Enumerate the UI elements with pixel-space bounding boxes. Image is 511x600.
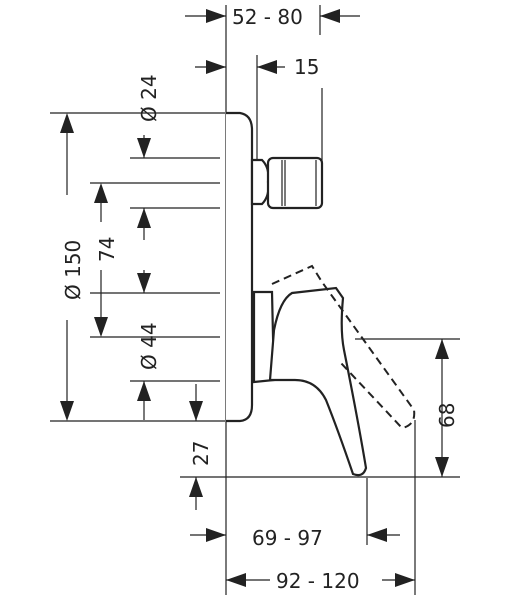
dim-diameter-44: Ø 44 <box>137 322 161 370</box>
lever-handle <box>268 286 368 477</box>
diverter-knob <box>266 156 324 210</box>
dim-diameter-150: Ø 150 <box>61 240 85 300</box>
dim-reach-69-97: 69 - 97 <box>252 526 323 550</box>
dim-diameter-24: Ø 24 <box>137 74 161 122</box>
dim-length-74: 74 <box>95 237 119 262</box>
dim-reach-92-120: 92 - 120 <box>276 569 360 593</box>
arrowheads <box>60 9 449 587</box>
knob-base <box>250 158 270 206</box>
dim-depth-range: 52 - 80 <box>232 5 303 29</box>
dimension-labels: 52 - 80 15 Ø 24 Ø 150 74 Ø 44 27 68 69 -… <box>61 5 459 593</box>
extension-lines <box>50 5 460 595</box>
mixer-outline <box>226 111 416 477</box>
dim-offset-15: 15 <box>294 55 319 79</box>
dim-height-27: 27 <box>189 441 213 466</box>
dim-height-68: 68 <box>435 403 459 428</box>
cover-plate <box>226 111 254 423</box>
